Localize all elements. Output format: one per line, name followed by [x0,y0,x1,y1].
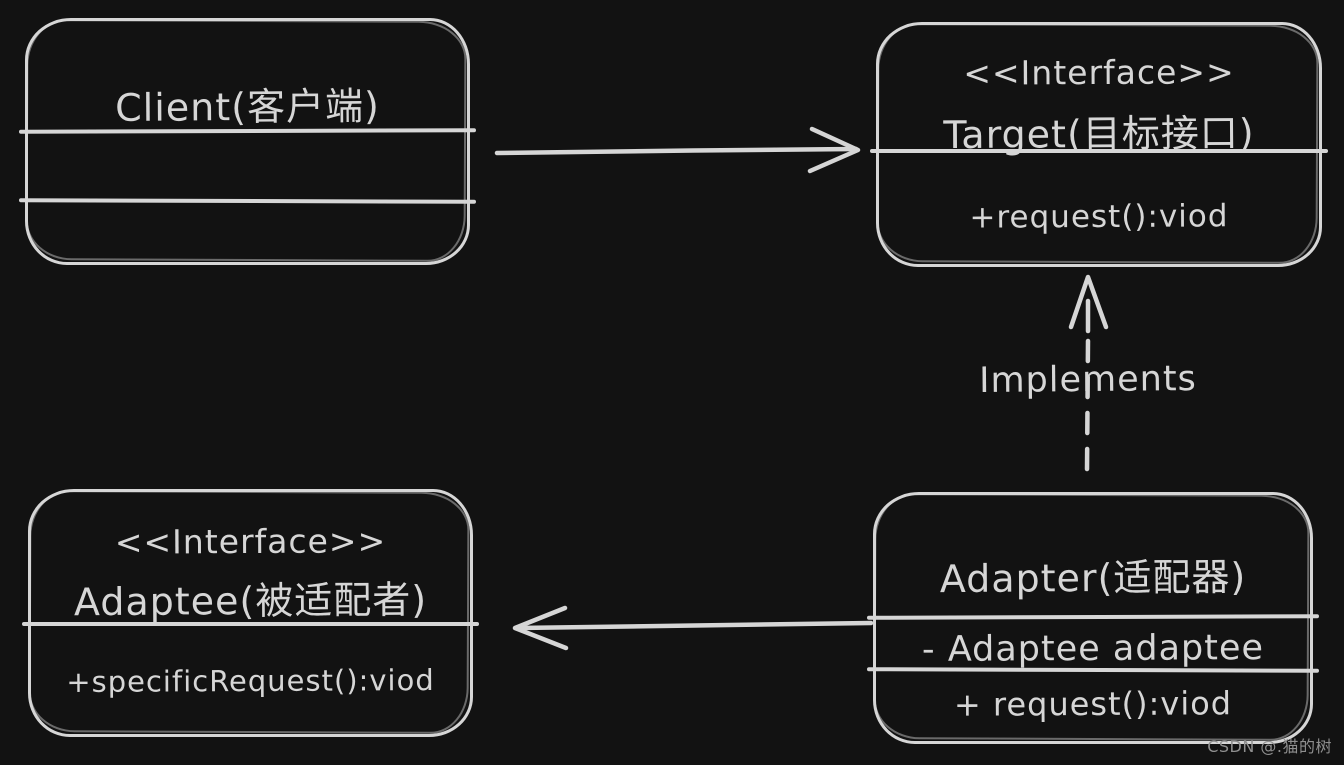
implements-dashed-arrow [1068,274,1109,473]
adaptee-stereotype: <<Interface>> [114,521,387,562]
adapter-divider-2 [866,667,1320,673]
class-box-adaptee: <<Interface>> Adaptee(被适配者) +specificReq… [22,489,479,737]
client-to-target-arrow [494,126,861,174]
adapter-field: - Adaptee adaptee [921,628,1265,670]
adapter-title: Adapter(适配器) [939,554,1247,602]
adapter-method: + request():viod [953,684,1233,724]
target-stereotype: <<Interface>> [963,52,1235,93]
target-divider [870,149,1328,153]
client-divider-2 [18,198,477,204]
class-box-client: Client(客户端) [18,18,477,265]
target-method: +request():viod [969,198,1229,236]
adapter-divider-1 [866,614,1320,620]
class-box-target: <<Interface>> Target(目标接口) +request():vi… [870,22,1328,267]
client-title: Client(客户端) [115,84,381,130]
adaptee-title: Adaptee(被适配者) [73,577,428,625]
client-divider-1 [18,128,477,134]
adaptee-divider [22,622,479,626]
adaptee-method: +specificRequest():viod [66,663,435,699]
implements-label: Implements [978,359,1197,401]
class-box-adapter: Adapter(适配器) - Adaptee adaptee + request… [866,492,1320,744]
adapter-to-adaptee-arrow [512,605,874,651]
watermark: CSDN @.猫的树 [1207,737,1332,756]
